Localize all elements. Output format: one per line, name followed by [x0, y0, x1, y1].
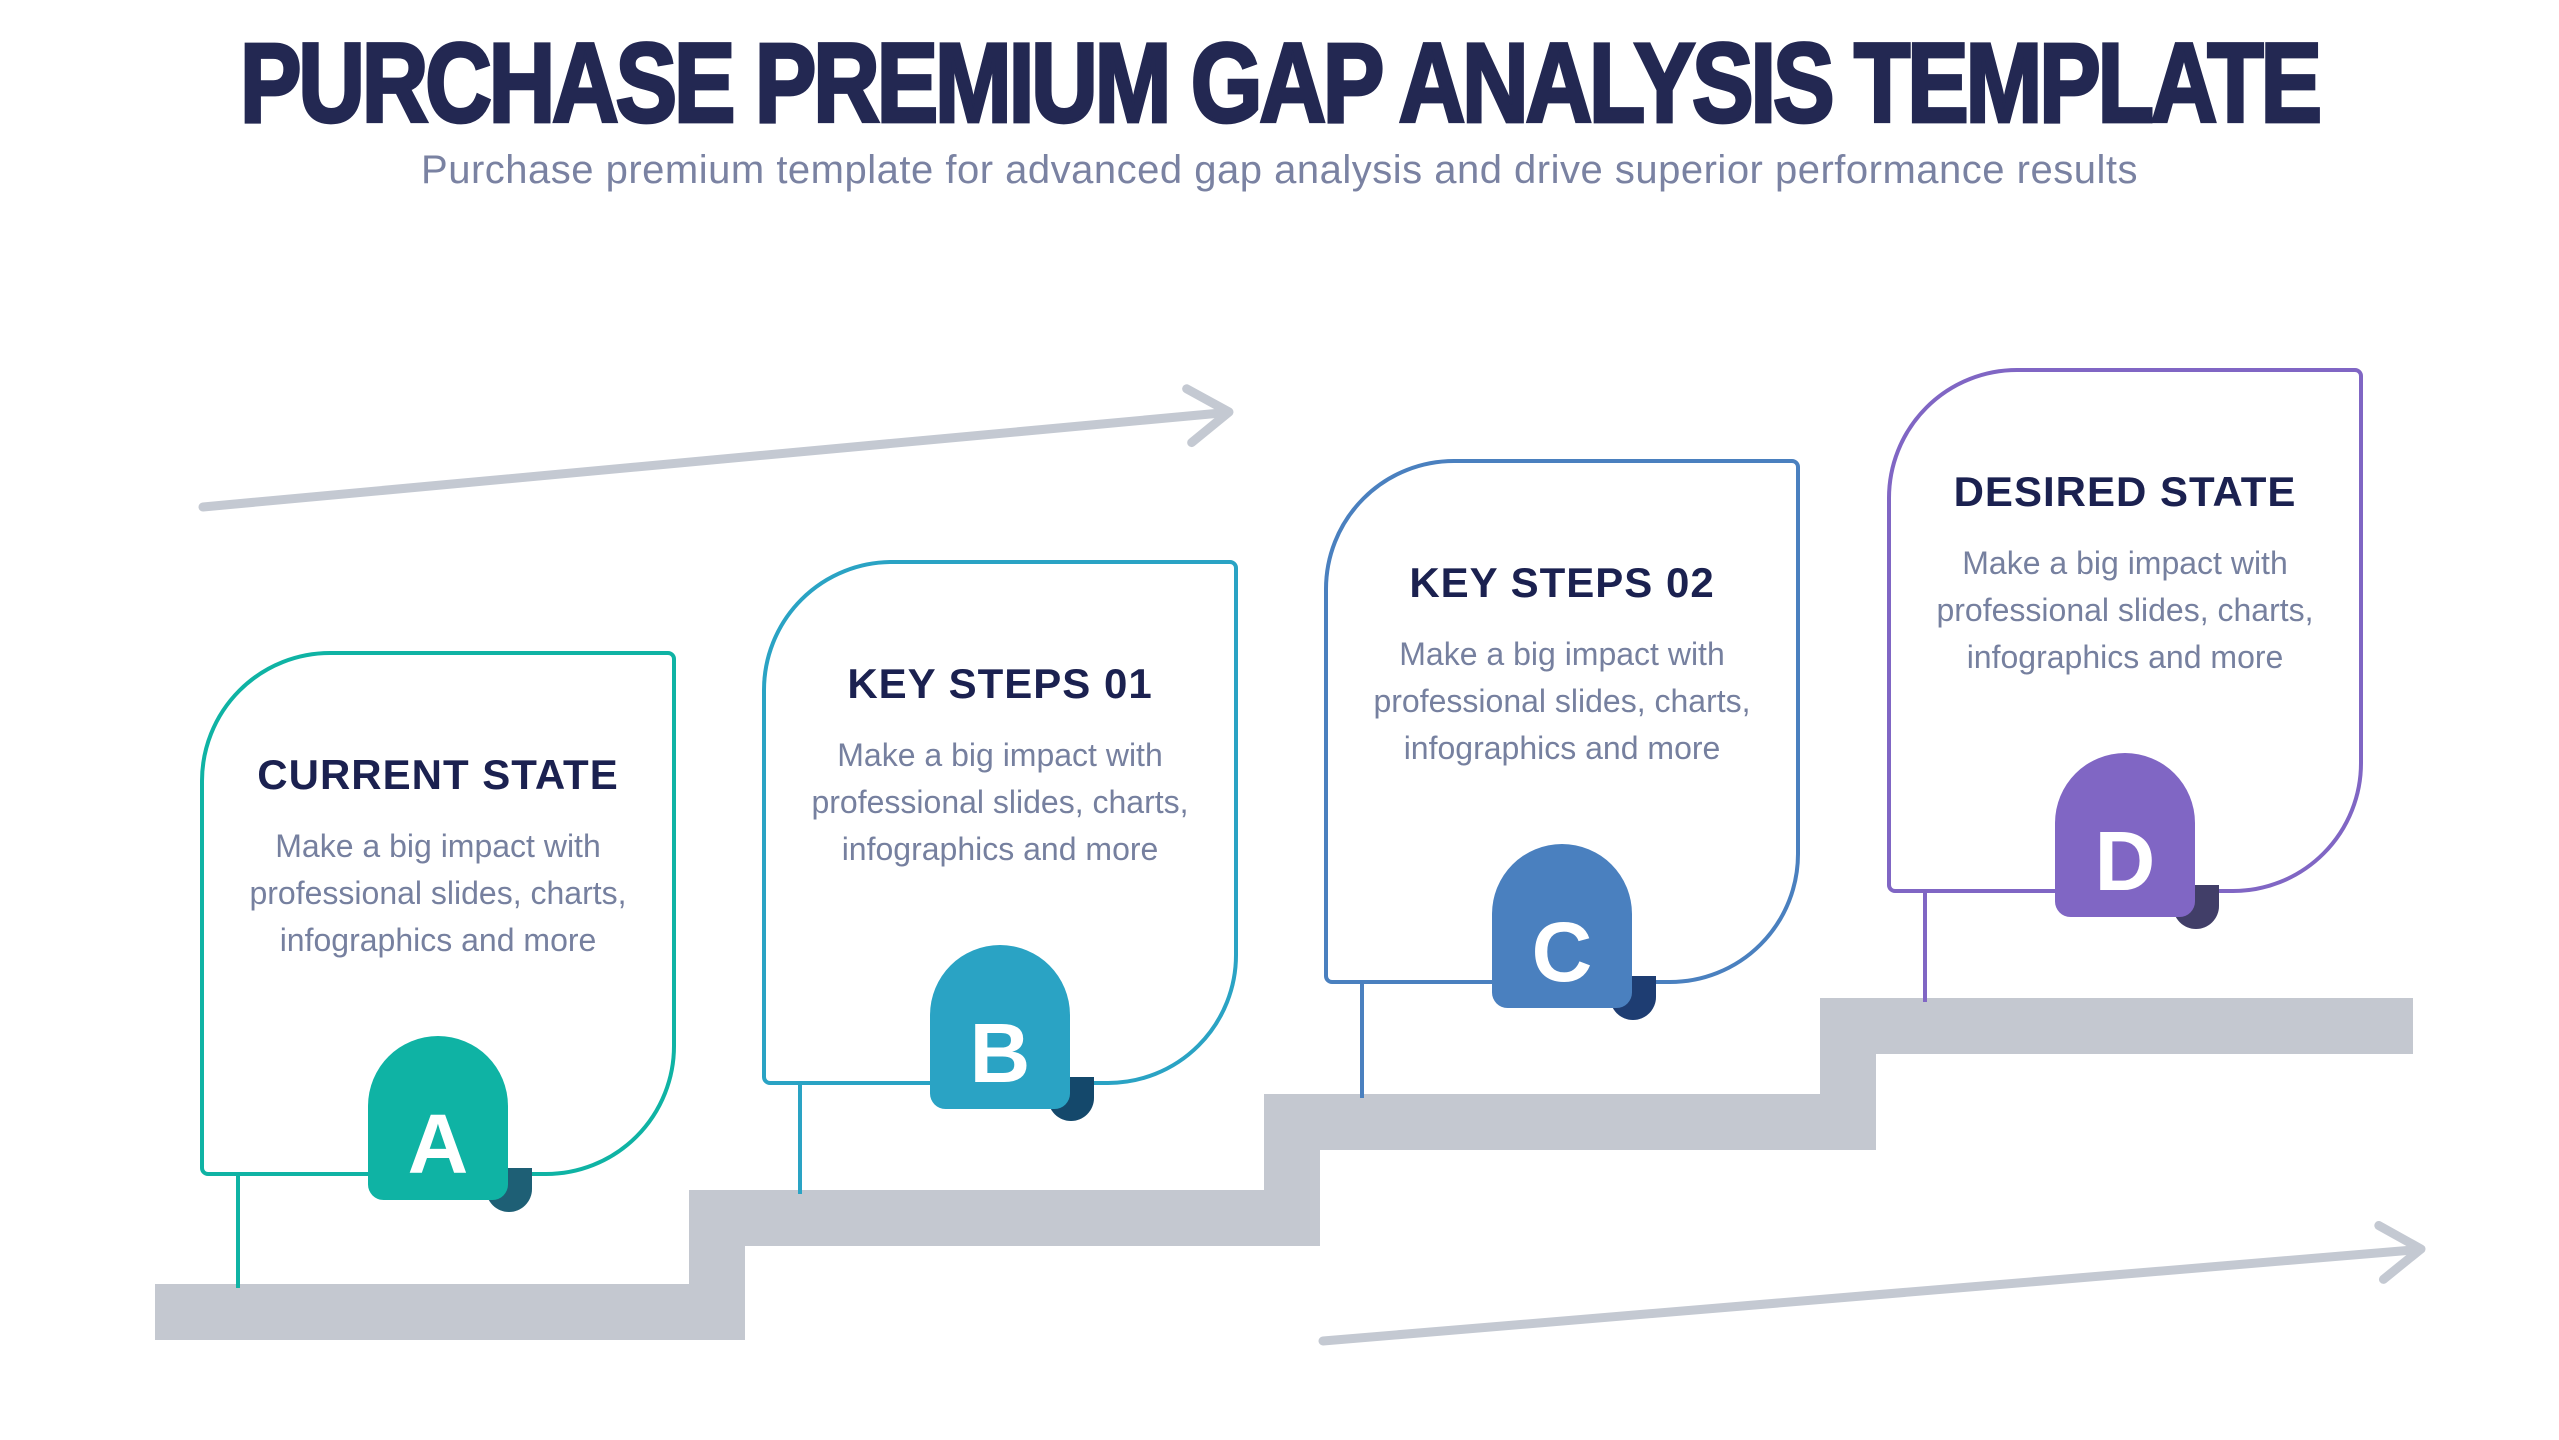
page-title: PURCHASE PREMIUM GAP ANALYSIS TEMPLATE	[239, 19, 2324, 147]
card-description-line: Make a big impact with	[837, 737, 1163, 773]
card-description: Make a big impact with professional slid…	[204, 823, 672, 964]
step-letter-badge: B	[930, 945, 1070, 1109]
card-description: Make a big impact with professional slid…	[1891, 540, 2359, 681]
connector-line	[1360, 984, 1364, 1098]
card-description-line: professional slides, charts,	[811, 784, 1189, 820]
card-description-line: Make a big impact with	[1399, 636, 1725, 672]
page-subtitle: Purchase premium template for advanced g…	[421, 148, 2138, 192]
card-desired-state: DESIRED STATE Make a big impact with pro…	[1887, 368, 2363, 1002]
card-description-line: infographics and more	[279, 922, 597, 958]
card-title: DESIRED STATE	[1953, 468, 2297, 515]
up-trend-arrow-top-icon	[195, 384, 1255, 525]
card-description: Make a big impact with professional slid…	[1328, 631, 1796, 772]
card-description-line: professional slides, charts,	[249, 875, 627, 911]
header: PURCHASE PREMIUM GAP ANALYSIS TEMPLATE P…	[0, 0, 2559, 192]
card-description-line: Make a big impact with	[275, 828, 601, 864]
staircase-step-1	[155, 1284, 745, 1340]
card-current-state: CURRENT STATE Make a big impact with pro…	[200, 651, 676, 1288]
step-letter: A	[407, 1097, 469, 1191]
card-description-line: professional slides, charts,	[1373, 683, 1751, 719]
step-letter: B	[969, 1006, 1031, 1100]
card-description-line: infographics and more	[1966, 639, 2284, 675]
connector-line	[1923, 893, 1927, 1002]
step-letter: C	[1531, 905, 1593, 999]
step-letter: D	[2094, 814, 2156, 908]
card-key-steps-01: KEY STEPS 01 Make a big impact with prof…	[762, 560, 1238, 1194]
card-key-steps-02: KEY STEPS 02 Make a big impact with prof…	[1324, 459, 1800, 1098]
connector-line	[798, 1085, 802, 1194]
step-letter-badge: D	[2055, 753, 2195, 917]
step-letter-badge: A	[368, 1036, 508, 1200]
connector-line	[236, 1176, 240, 1288]
card-description-line: infographics and more	[1403, 730, 1721, 766]
step-letter-badge: C	[1492, 844, 1632, 1008]
card-description-line: professional slides, charts,	[1936, 592, 2314, 628]
card-description-line: infographics and more	[841, 831, 1159, 867]
card-title: KEY STEPS 02	[1409, 559, 1715, 606]
card-description-line: Make a big impact with	[1962, 545, 2288, 581]
card-title: KEY STEPS 01	[847, 660, 1153, 707]
staircase-step-2	[689, 1190, 1320, 1246]
up-trend-arrow-bottom-icon	[1315, 1221, 2455, 1360]
staircase-step-3	[1264, 1094, 1876, 1150]
staircase-step-4	[1820, 998, 2413, 1054]
card-description: Make a big impact with professional slid…	[766, 732, 1234, 873]
card-title: CURRENT STATE	[257, 751, 619, 798]
